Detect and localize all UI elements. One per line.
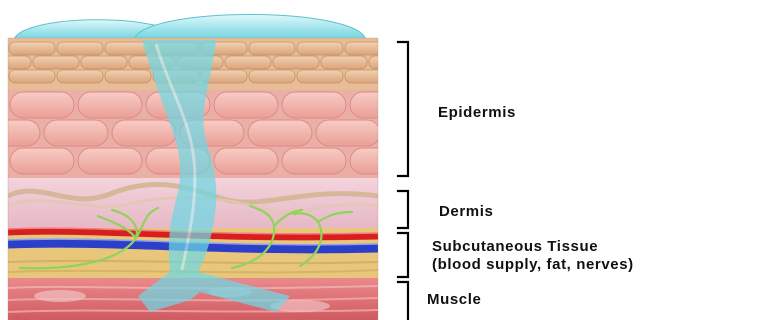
- label-subcutaneous: Subcutaneous Tissue (blood supply, fat, …: [432, 238, 634, 274]
- label-subcutaneous-detail: (blood supply, fat, nerves): [432, 256, 634, 274]
- bracket-epidermis: [398, 42, 408, 176]
- label-dermis: Dermis: [439, 203, 493, 220]
- bracket-dermis: [398, 191, 408, 228]
- label-muscle: Muscle: [427, 291, 481, 308]
- bracket-subcutaneous: [398, 233, 408, 277]
- label-epidermis: Epidermis: [438, 104, 516, 121]
- label-subcutaneous-title: Subcutaneous Tissue: [432, 238, 634, 256]
- bracket-muscle: [398, 282, 408, 320]
